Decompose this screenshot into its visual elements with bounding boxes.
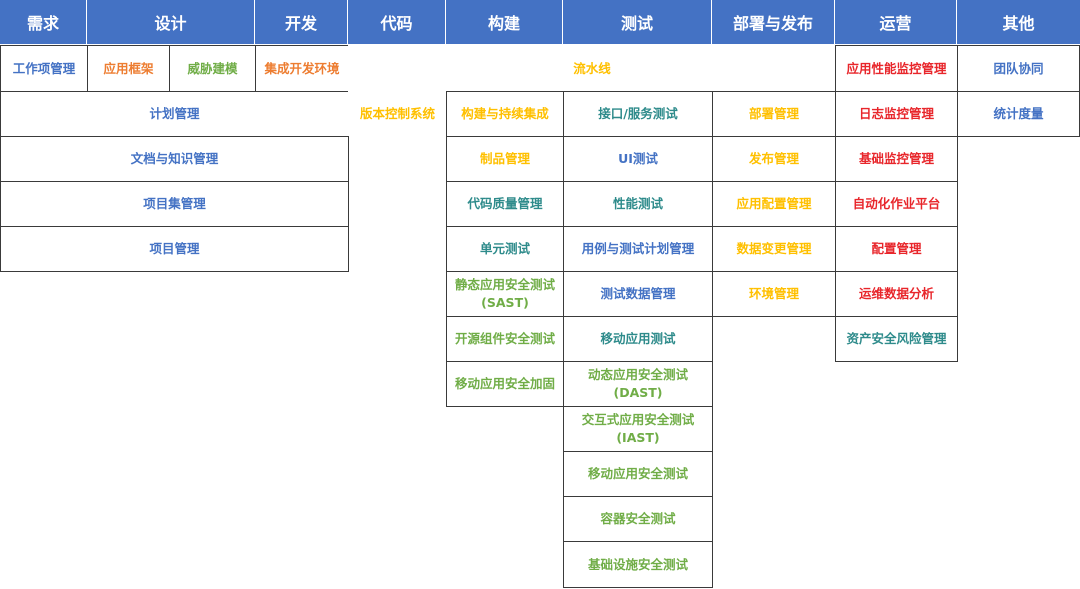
tool-infrastructure-monitoring: 基础监控管理 — [835, 136, 958, 182]
tool-infrastructure-security-testing: 基础设施安全测试 — [563, 541, 713, 588]
header-code: 代码 — [348, 0, 446, 44]
tool-open-source-security-testing: 开源组件安全测试 — [446, 316, 564, 362]
tool-test-case-plan-management: 用例与测试计划管理 — [563, 226, 713, 272]
tool-deployment-management: 部署管理 — [712, 91, 836, 137]
tool-version-control: 版本控制系统 — [348, 91, 447, 137]
tool-program-management: 项目集管理 — [0, 181, 349, 227]
header-development: 开发 — [255, 0, 348, 44]
tool-build-ci: 构建与持续集成 — [446, 91, 564, 137]
header-build: 构建 — [446, 0, 563, 44]
tool-mobile-app-security-testing: 移动应用安全测试 — [563, 451, 713, 497]
tool-ui-testing: UI测试 — [563, 136, 713, 182]
tool-log-monitoring: 日志监控管理 — [835, 91, 958, 137]
tool-app-config-management: 应用配置管理 — [712, 181, 836, 227]
tool-threat-modeling: 威胁建模 — [169, 45, 256, 92]
tool-data-change-management: 数据变更管理 — [712, 226, 836, 272]
tool-pipeline: 流水线 — [348, 45, 836, 92]
tool-artifact-management: 制品管理 — [446, 136, 564, 182]
tool-iast: 交互式应用安全测试 (IAST) — [563, 406, 713, 452]
tool-test-data-management: 测试数据管理 — [563, 271, 713, 317]
header-deploy-release: 部署与发布 — [712, 0, 835, 44]
tool-statistics-metrics: 统计度量 — [957, 91, 1080, 137]
tool-performance-testing: 性能测试 — [563, 181, 713, 227]
tool-code-quality: 代码质量管理 — [446, 181, 564, 227]
header-operations: 运营 — [835, 0, 957, 44]
header-other: 其他 — [957, 0, 1080, 44]
tool-project-management: 项目管理 — [0, 226, 349, 272]
tool-asset-security-risk-management: 资产安全风险管理 — [835, 316, 958, 362]
tool-plan-management: 计划管理 — [0, 91, 349, 137]
tool-documentation-knowledge: 文档与知识管理 — [0, 136, 349, 182]
tool-automation-job-platform: 自动化作业平台 — [835, 181, 958, 227]
tool-unit-testing: 单元测试 — [446, 226, 564, 272]
tool-work-item-management: 工作项管理 — [0, 45, 88, 92]
tool-mobile-app-testing: 移动应用测试 — [563, 316, 713, 362]
tool-mobile-app-hardening: 移动应用安全加固 — [446, 361, 564, 407]
tool-apm: 应用性能监控管理 — [835, 45, 958, 92]
header-design: 设计 — [87, 0, 255, 44]
tool-configuration-management: 配置管理 — [835, 226, 958, 272]
tool-container-security-testing: 容器安全测试 — [563, 496, 713, 542]
tool-environment-management: 环境管理 — [712, 271, 836, 317]
header-testing: 测试 — [563, 0, 712, 44]
tool-release-management: 发布管理 — [712, 136, 836, 182]
tool-dast: 动态应用安全测试 (DAST) — [563, 361, 713, 407]
header-requirements: 需求 — [0, 0, 87, 44]
tool-ops-data-analytics: 运维数据分析 — [835, 271, 958, 317]
tool-sast: 静态应用安全测试 (SAST) — [446, 271, 564, 317]
tool-ide: 集成开发环境 — [255, 45, 349, 92]
tool-team-collaboration: 团队协同 — [957, 45, 1080, 92]
tool-application-framework: 应用框架 — [87, 45, 170, 92]
tool-api-service-testing: 接口/服务测试 — [563, 91, 713, 137]
